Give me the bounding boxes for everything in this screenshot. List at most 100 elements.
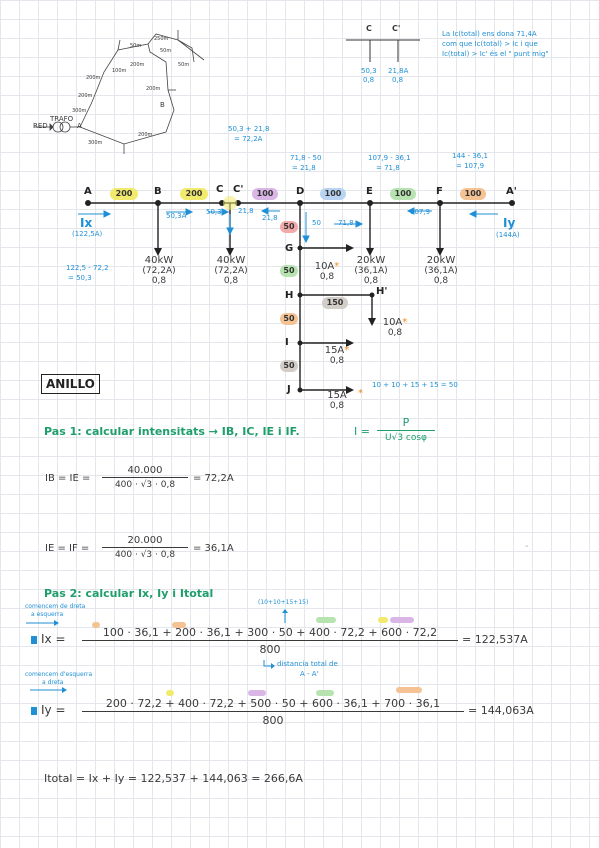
eq1-lhs: IB = IE = [45,473,91,484]
highlight-dots [396,687,422,693]
step1-formula-num: P [402,416,410,429]
load-g-pf: 0,8 [319,272,335,282]
branch-node-h: H [285,290,294,301]
branch-node-g: G [285,243,294,254]
bus-node-d: D [296,186,305,197]
branch-length-gh: 50 [280,265,298,277]
distance-arrow [263,660,275,669]
branch-node-i: I [285,337,289,348]
load-e-current: (36,1A) [354,266,388,276]
highlight-dots [92,622,100,628]
seg-label: 300m [72,108,87,114]
load-b: 40kW (72,2A) 0,8 [138,255,180,287]
star-mark: * [358,388,363,399]
highlight-dots [316,617,336,623]
highlight-dots [248,690,266,696]
seg-label: 250m [154,36,169,42]
corner-note-3: Ic(total) > Ic' és el " punt mig" [442,50,549,58]
highlight-dots [172,622,186,628]
flow-de: 71,8 [338,219,354,227]
corner-right-pf: 0,8 [392,76,404,84]
ix-lhs: Ix = [41,632,66,646]
branch-length-dg: 50 [280,221,298,233]
ix-label: Ix [80,216,93,230]
seg-label: 200m [130,62,145,68]
bus-node-a-prime: A' [506,186,517,197]
load-hp-pf: 0,8 [387,328,403,338]
eq1-num: 40.000 [127,465,163,476]
calc-f: 144 - 36,1 [452,152,488,160]
ix-sum-arrow [282,609,288,623]
load-hp-current: 10A* [382,317,408,328]
ix-note-1: comencem de dreta [25,603,86,610]
eq1-den: 400 · √3 · 0,8 [114,480,176,490]
calc-left-result: = 50,3 [68,274,92,282]
flow-f: 107,9 [410,208,431,216]
iy-den: 800 [262,714,284,727]
eq2-lhs: IE = IF = [45,543,90,554]
flow-d: 50 [312,219,321,227]
load-b-current: (72,2A) [142,266,176,276]
load-f-pf: 0,8 [433,276,449,286]
bus-node-b: B [154,186,162,197]
stray-dash: - [525,541,529,552]
flow-c: 50,3 [206,208,222,216]
seg-label: 300m [88,140,103,146]
corner-left-pf: 0,8 [363,76,375,84]
load-i: 15A* 0,8 [320,345,354,367]
step1-formula: P U√3 cosφ [376,416,436,443]
branch-sum-note: 10 + 10 + 15 + 15 = 50 [372,381,458,389]
eq1-fraction: 40.000 400 · √3 · 0,8 [100,465,190,490]
load-i-current: 15A* [324,345,350,356]
bus-diagram [78,196,515,394]
load-e: 20kW (36,1A) 0,8 [350,255,392,287]
iy-value: (144A) [496,231,520,239]
load-hp: 10A* 0,8 [378,317,412,339]
ix-den: 800 [259,643,281,656]
calc-left: 122,5 - 72,2 [66,264,109,272]
iy-lhs: Iy = [41,703,66,717]
segment-length-de: 100 [320,188,346,200]
iy-label: Iy [503,216,516,230]
seg-label: 50m [130,43,142,49]
seg-label: 200m [78,93,93,99]
segment-length-cd: 100 [252,188,278,200]
seg-label: 200m [86,75,101,81]
ix-note-2: a esquerra [31,611,64,618]
step1-formula-lhs: I = [354,425,370,438]
flow-cp: 21,8 [238,207,254,215]
iy-bullet [31,707,37,715]
ix-bullet [31,636,37,644]
bus-node-c-prime: C' [233,184,244,195]
load-c: 40kW (72,2A) 0,8 [210,256,252,287]
load-e-pf: 0,8 [363,276,379,286]
sketch-node-b: B [160,101,165,109]
corner-label-c: C [366,24,372,33]
load-f-power: 20kW [426,255,456,266]
load-b-power: 40kW [144,255,174,266]
sketch-node-a: A [77,122,82,130]
highlight-dots [378,617,388,623]
ix-note-arrow [26,620,59,626]
ix-fraction: 100 · 36,1 + 200 · 36,1 + 300 · 50 + 400… [80,626,460,656]
load-j: 15A 0,8 [320,391,354,412]
load-e-power: 20kW [356,255,386,266]
bus-node-c: C [216,184,224,195]
calc-d-result: = 21,8 [292,164,316,172]
branch-node-j: J [287,384,291,395]
flow-cp2: 21,8 [262,214,278,222]
load-b-pf: 0,8 [151,276,167,286]
calc-f-result: = 107,9 [456,162,485,170]
calc-e-result: = 71,8 [376,164,400,172]
corner-sketch [346,39,420,62]
corner-right-value: 21,8A [388,67,409,75]
iy-num: 200 · 72,2 + 400 · 72,2 + 500 · 50 + 600… [105,697,441,710]
eq2-num: 20.000 [127,535,163,546]
iy-result: = 144,063A [468,704,534,717]
iy-note-2: a dreta [42,679,64,686]
network-sketch [34,30,205,154]
corner-label-c-prime: C' [392,24,401,33]
seg-label: 50m [160,48,172,54]
seg-label: 50m [178,62,190,68]
load-f: 20kW (36,1A) 0,8 [420,255,462,287]
